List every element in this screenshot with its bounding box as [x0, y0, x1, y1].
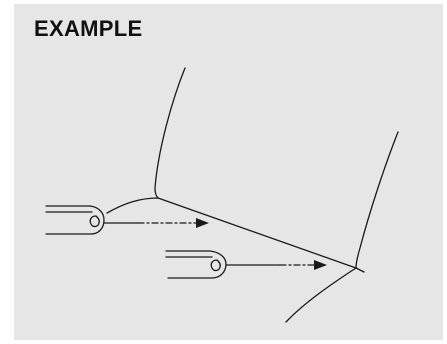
lower-hand: [165, 250, 327, 279]
panel-title: EXAMPLE: [34, 16, 143, 41]
crease-line: [106, 197, 365, 273]
left-body-contour: [154, 67, 186, 199]
upper-hand: [45, 205, 209, 235]
example-panel: EXAMPLE: [14, 4, 443, 340]
lower-body-curve: [285, 267, 357, 323]
right-body-contour: [355, 131, 399, 269]
